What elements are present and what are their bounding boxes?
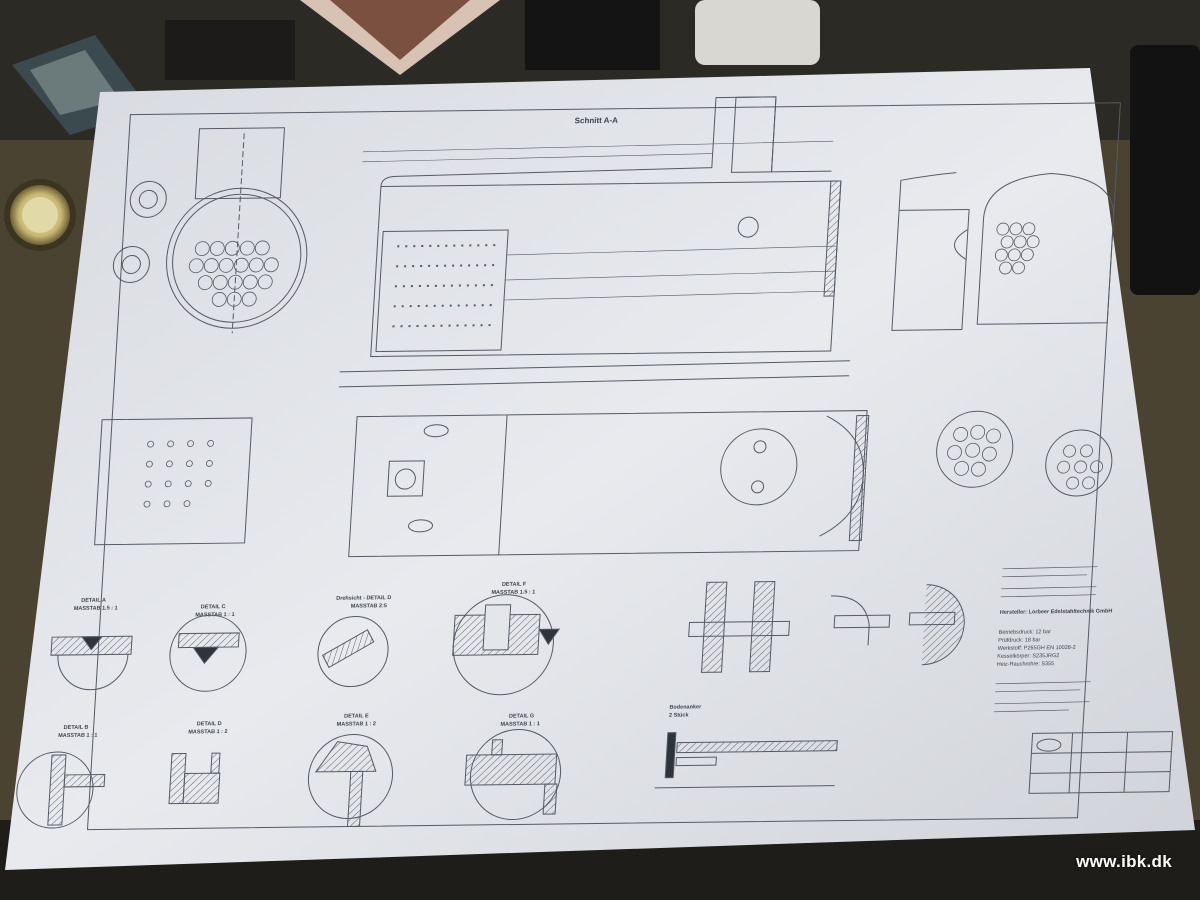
front-view-circle [166, 127, 308, 334]
spec-note-lines [993, 566, 1098, 713]
boiler-section-view [338, 96, 851, 388]
detail-f-title: DETAIL F [502, 582, 527, 588]
section-title: Schnitt A-A [574, 116, 618, 126]
detail-b-title: DETAIL B [63, 725, 88, 731]
title-block [1028, 731, 1174, 794]
spec-line-4: Werkstoff: P265GH EN 10028-2 [998, 645, 1076, 652]
detail-d-rot-scale: MASSTAB 2:5 [351, 603, 388, 609]
drawing-paper [5, 68, 1195, 870]
detail-g-scale: MASSTAB 1 : 1 [500, 721, 540, 727]
detail-d-drawing [168, 752, 221, 805]
bottle-cap-object [4, 179, 76, 251]
black-box-object [525, 0, 660, 70]
detail-c-title: DETAIL C [201, 604, 226, 610]
spec-line-5: Kesselkörper: S235JRG2 [997, 653, 1059, 660]
cup-object [695, 0, 820, 65]
drawing-frame [86, 102, 1121, 831]
spec-line-1: Hersteller: Lorbeer Edelstahltechnik Gmb… [1000, 608, 1113, 615]
detail-f-drawing [452, 594, 561, 696]
detail-e-drawing [307, 733, 394, 828]
detail-a-drawing [50, 635, 133, 691]
watermark-text: www.ibk.dk [1076, 852, 1172, 871]
technical-drawing: Schnitt A-A [16, 96, 1174, 831]
small-flange-views [112, 180, 167, 284]
black-case-object [1130, 45, 1200, 295]
detail-f-scale: MASSTAB 1.5 : 1 [491, 589, 535, 596]
detail-b-scale: MASSTAB 1 : 1 [58, 733, 98, 739]
detail-e-scale: MASSTAB 1 : 2 [336, 721, 376, 727]
tube-plate-views [936, 410, 1113, 497]
detail-b-drawing [16, 751, 106, 829]
spec-line-6: Heiz-Rauchrohre: S355 [997, 661, 1055, 668]
bodenanker-label: Bodenanker [669, 704, 702, 710]
spec-line-2: Betriebsdruck: 12 bar [998, 629, 1051, 636]
detail-g-drawing [464, 729, 562, 821]
detail-c-drawing [169, 614, 247, 692]
detail-d-rot-title: Drehsicht - DETAIL D [336, 595, 391, 602]
detail-a-title: DETAIL A [81, 598, 106, 604]
detail-a-scale: MASSTAB 1.5 : 1 [74, 605, 118, 612]
bodenanker-count: 2 Stück [669, 712, 690, 718]
detail-d-rot-drawing [317, 616, 389, 688]
spec-line-3: Prüfdruck: 18 bar [998, 637, 1041, 644]
detail-d-scale: MASSTAB 1 : 2 [188, 729, 228, 735]
book-fan-object [300, 0, 500, 75]
side-view-right [891, 172, 1115, 331]
bodenanker-drawing [654, 732, 838, 789]
anchor-details [688, 581, 965, 673]
plate-view-left [94, 417, 253, 546]
detail-g-title: DETAIL G [509, 713, 535, 719]
detail-e-title: DETAIL E [344, 713, 369, 719]
detail-d-title: DETAIL D [197, 721, 222, 727]
plan-view-center [348, 410, 870, 558]
detail-labels: DETAIL A MASSTAB 1.5 : 1 DETAIL C MASSTA… [58, 582, 702, 740]
spec-block: Hersteller: Lorbeer Edelstahltechnik Gmb… [997, 608, 1113, 667]
dark-object [165, 20, 295, 80]
